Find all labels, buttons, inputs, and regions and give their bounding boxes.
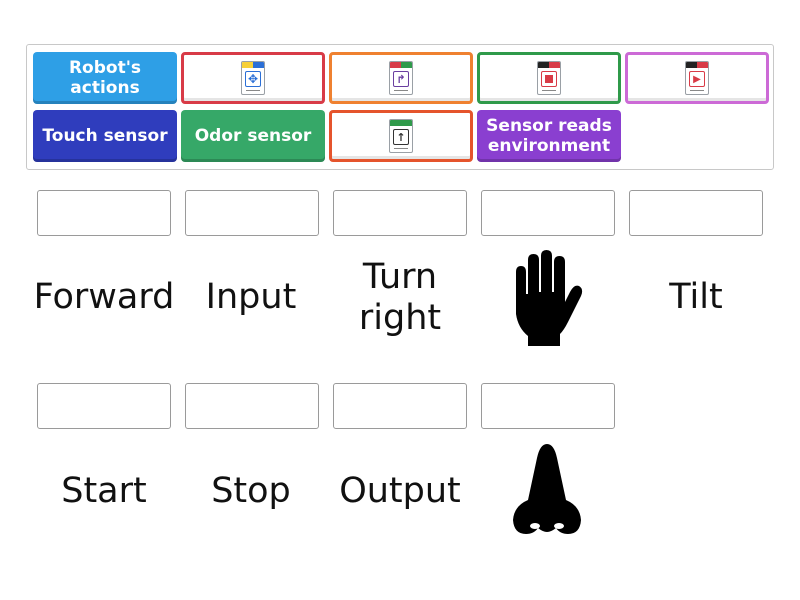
drop-box-turn-right[interactable] [333, 190, 467, 236]
tile-label: Odor sensor [194, 126, 312, 146]
drop-box-stop[interactable] [185, 383, 319, 429]
tile-card-stop[interactable] [477, 52, 621, 104]
drop-box-forward[interactable] [37, 190, 171, 236]
tile-card-all-directions[interactable]: ✥ [181, 52, 325, 104]
target-label-start: Start [61, 470, 147, 511]
drop-box-nose[interactable] [481, 383, 615, 429]
target-label-turn-right: Turn right [358, 257, 442, 338]
nose-icon [513, 444, 581, 534]
tile-touch-sensor[interactable]: Touch sensor [33, 110, 177, 162]
target-label-forward: Forward [33, 276, 175, 317]
tile-bank: Robot's actions ✥ ↱ ▶ Touch sensor [26, 44, 774, 170]
tile-card-play[interactable]: ▶ [625, 52, 769, 104]
turn-right-arrow-icon: ↱ [389, 61, 413, 95]
four-arrows-icon: ✥ [241, 61, 265, 95]
tile-robots-actions[interactable]: Robot's actions [33, 52, 177, 104]
drop-box-input[interactable] [185, 190, 319, 236]
stop-square-icon [537, 61, 561, 95]
tile-sensor-reads-environment[interactable]: Sensor reads environment [477, 110, 621, 162]
drop-box-output[interactable] [333, 383, 467, 429]
tile-label: Sensor reads environment [486, 116, 612, 156]
target-label-stop: Stop [211, 470, 291, 511]
tile-odor-sensor[interactable]: Odor sensor [181, 110, 325, 162]
tile-card-turn-right[interactable]: ↱ [329, 52, 473, 104]
up-arrow-icon: ↑ [389, 119, 413, 153]
target-label-output: Output [339, 470, 461, 511]
tile-label: Robot's actions [68, 58, 142, 98]
tile-label: Touch sensor [42, 126, 168, 146]
drop-box-hand[interactable] [481, 190, 615, 236]
drop-box-start[interactable] [37, 383, 171, 429]
play-triangle-icon: ▶ [685, 61, 709, 95]
tile-card-forward[interactable]: ↑ [329, 110, 473, 162]
target-label-input: Input [205, 276, 297, 317]
target-label-tilt: Tilt [669, 276, 723, 317]
drop-box-tilt[interactable] [629, 190, 763, 236]
hand-icon [516, 250, 583, 346]
